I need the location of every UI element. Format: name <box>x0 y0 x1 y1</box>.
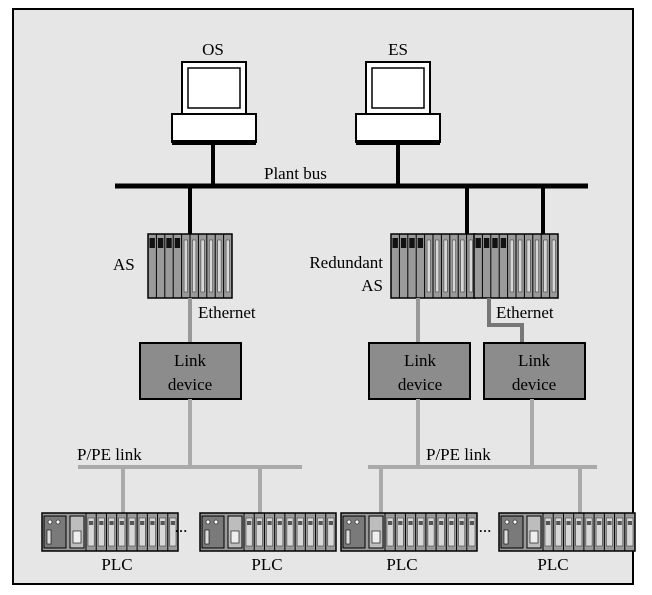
as-label: AS <box>113 255 135 274</box>
redundant-label-line1: Redundant <box>309 253 383 272</box>
link-device-box-1 <box>139 342 242 400</box>
link-device-1-line2: device <box>168 375 212 394</box>
pple-link-label-left: P/PE link <box>77 445 142 464</box>
link-device-3-line2: device <box>512 375 556 394</box>
link-device-3-line1: Link <box>518 351 551 370</box>
link-device-box-3 <box>483 342 586 400</box>
ethernet-label-left: Ethernet <box>198 303 256 322</box>
plc-rack-icon <box>199 512 337 552</box>
plc-label-3: PLC <box>386 555 417 574</box>
pple-link-label-right: P/PE link <box>426 445 491 464</box>
link-device-2-line1: Link <box>404 351 437 370</box>
ellipsis-left: ... <box>175 517 188 536</box>
link-device-2-line2: device <box>398 375 442 394</box>
as-rack-icon <box>147 233 233 299</box>
link-device-1-line1: Link <box>174 351 207 370</box>
redundant-as-rack-left-icon <box>390 233 476 299</box>
ethernet-label-right: Ethernet <box>496 303 554 322</box>
redundant-as-rack-right-icon <box>473 233 559 299</box>
plc-label-1: PLC <box>101 555 132 574</box>
es-computer-icon <box>355 61 441 145</box>
link-device-box-2 <box>368 342 471 400</box>
os-computer-icon <box>171 61 257 145</box>
plc-rack-icon <box>41 512 179 552</box>
plc-rack-icon <box>498 512 636 552</box>
plc-rack-icon <box>340 512 478 552</box>
redundant-as-ethernet-line-2 <box>487 298 524 343</box>
redundant-label-line2: AS <box>361 276 383 295</box>
os-label: OS <box>202 40 224 59</box>
plc-label-4: PLC <box>537 555 568 574</box>
ellipsis-right: ... <box>479 517 492 536</box>
es-label: ES <box>388 40 408 59</box>
plc-label-2: PLC <box>251 555 282 574</box>
plant-bus-label: Plant bus <box>264 164 327 183</box>
